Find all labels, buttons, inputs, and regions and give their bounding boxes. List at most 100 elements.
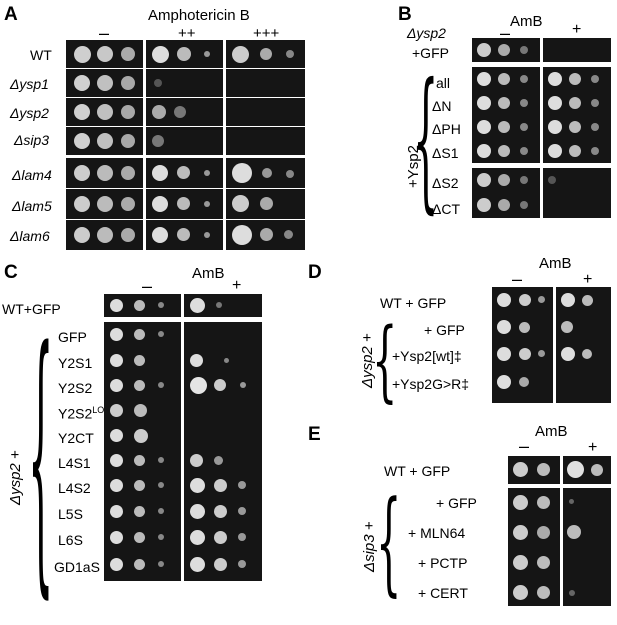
panel-a-row-0-col-0 xyxy=(66,40,143,68)
panel-d-drug-label: AmB xyxy=(539,255,572,272)
panel-a-condition-2: +++ xyxy=(253,25,280,42)
panel-b-strain-3: ΔS1 xyxy=(432,145,459,161)
panel-c-control-col-1 xyxy=(184,294,262,317)
panel-c-brace: { xyxy=(28,298,54,625)
panel-c-condition-1: + xyxy=(232,277,242,294)
panel-a-row-6-col-2 xyxy=(226,220,305,250)
panel-a-strain-6: Δlam6 xyxy=(10,228,50,244)
panel-c-strain-8: L6S xyxy=(58,532,83,548)
panel-a-drug-label: Amphotericin B xyxy=(148,7,250,24)
panel-c-drug-label: AmB xyxy=(192,265,225,282)
panel-a-row-6-col-0 xyxy=(66,220,143,250)
panel-b-strain-4: ΔS2 xyxy=(432,175,459,191)
panel-c-strain-9: GD1aS xyxy=(54,559,100,575)
panel-b-control-col-0 xyxy=(472,38,540,62)
panel-d-control-label: WT + GFP xyxy=(380,295,447,311)
panel-b-lower-col-0 xyxy=(472,168,540,218)
panel-a-row-1-col-2 xyxy=(226,69,305,97)
panel-a-strain-2: Δysp2 xyxy=(10,105,49,121)
panel-a-row-5-col-1 xyxy=(146,189,223,219)
panel-e-strain-1: + MLN64 xyxy=(408,525,466,541)
panel-c-control-col-0 xyxy=(104,294,181,317)
panel-e-main-col-1 xyxy=(563,488,611,606)
panel-a-row-4-col-0 xyxy=(66,158,143,188)
panel-e-control-label: WT + GFP xyxy=(384,463,451,479)
panel-e-drug-label: AmB xyxy=(535,423,568,440)
panel-b-condition-1: + xyxy=(572,21,582,38)
panel-c-label: C xyxy=(4,262,18,283)
panel-b-main-col-0 xyxy=(472,67,540,163)
panel-e-label: E xyxy=(308,424,321,445)
panel-a-row-0-col-1 xyxy=(146,40,223,68)
panel-e-strain-3: + CERT xyxy=(418,585,468,601)
panel-b-main-col-1 xyxy=(543,67,611,163)
panel-c-strain-3-superscript: LO xyxy=(92,405,105,415)
panel-d-plate-col-0 xyxy=(492,287,553,403)
panel-a-strain-5: Δlam5 xyxy=(12,198,52,214)
panel-d-label: D xyxy=(308,262,322,283)
panel-e-main-col-0 xyxy=(508,488,560,606)
panel-a-row-2-col-2 xyxy=(226,98,305,126)
panel-e-strain-2: + PCTP xyxy=(418,555,468,571)
panel-a-row-4-col-1 xyxy=(146,158,223,188)
panel-a-row-2-col-0 xyxy=(66,98,143,126)
panel-b-drug-label: AmB xyxy=(510,13,543,30)
panel-a-strain-4: Δlam4 xyxy=(12,167,52,183)
panel-a-row-1-col-1 xyxy=(146,69,223,97)
panel-a-row-5-col-2 xyxy=(226,189,305,219)
panel-a-row-3-col-1 xyxy=(146,127,223,155)
panel-a-row-3-col-2 xyxy=(226,127,305,155)
panel-a-row-2-col-1 xyxy=(146,98,223,126)
panel-b-brace: { xyxy=(413,54,439,230)
panel-b-condition-0: – xyxy=(500,23,511,43)
panel-a-plate-grid xyxy=(66,40,305,250)
panel-c-strain-1: Y2S1 xyxy=(58,355,93,371)
panel-a-row-6-col-1 xyxy=(146,220,223,250)
panel-e-group-label: Δsip3 + xyxy=(361,521,378,572)
panel-a-condition-0: – xyxy=(99,23,110,43)
panel-a-strain-0: WT xyxy=(30,47,52,63)
panel-a-label: A xyxy=(4,4,18,25)
panel-d-brace: { xyxy=(372,311,398,413)
panel-c-strain-6: L4S2 xyxy=(58,480,91,496)
panel-b-group-label: +Ysp2 xyxy=(405,145,422,188)
panel-c-strain-2: Y2S2 xyxy=(58,380,93,396)
panel-a-row-3-col-0 xyxy=(66,127,143,155)
panel-c-main-col-1 xyxy=(184,322,262,581)
panel-c-strain-4: Y2CT xyxy=(58,430,94,446)
panel-d-strain-0: + GFP xyxy=(424,322,465,338)
panel-c-control-label: WT+GFP xyxy=(2,301,61,317)
panel-d-group-label: Δysp2 + xyxy=(359,333,376,388)
panel-a-strain-1: Δysp1 xyxy=(10,76,49,92)
panel-b-strain-1: ΔN xyxy=(432,98,452,114)
panel-e-condition-1: + xyxy=(588,439,598,456)
panel-a-strain-3: Δsip3 xyxy=(14,132,50,148)
panel-e-control-col-0 xyxy=(508,456,560,484)
panel-a-row-0-col-2 xyxy=(226,40,305,68)
panel-e-condition-0: – xyxy=(519,436,530,456)
panel-a-condition-1: ++ xyxy=(178,25,196,42)
panel-b-strain-2: ΔPH xyxy=(432,121,461,137)
panel-b-control-label: +GFP xyxy=(412,45,449,61)
panel-c-strain-5: L4S1 xyxy=(58,455,91,471)
panel-a-row-1-col-0 xyxy=(66,69,143,97)
panel-c-group-label: Δysp2 + xyxy=(7,450,24,505)
panel-c-strain-3: Y2S2LO xyxy=(58,405,105,422)
panel-e-control-col-1 xyxy=(563,456,611,484)
panel-c-strain-0: GFP xyxy=(58,329,87,345)
panel-d-condition-1: + xyxy=(583,271,593,288)
panel-a-row-4-col-2 xyxy=(226,158,305,188)
panel-c-plate-grid xyxy=(104,294,262,581)
panel-d-plate-col-1 xyxy=(556,287,611,403)
panel-b-strain-0: all xyxy=(436,75,451,91)
panel-d-strain-1: +Ysp2[wt]‡ xyxy=(392,348,462,364)
panel-b-strain-5: ΔCT xyxy=(432,201,461,217)
panel-c-condition-0: – xyxy=(142,276,153,296)
panel-c-main-col-0 xyxy=(104,322,181,581)
panel-e-strain-0: + GFP xyxy=(436,495,477,511)
panel-b-control-col-1 xyxy=(543,38,611,62)
panel-d-strain-2: +Ysp2G>R‡ xyxy=(392,376,470,392)
panel-b-background: Δysp2 xyxy=(407,25,446,41)
panel-c-strain-7: L5S xyxy=(58,506,83,522)
panel-b-lower-col-1 xyxy=(543,168,611,218)
